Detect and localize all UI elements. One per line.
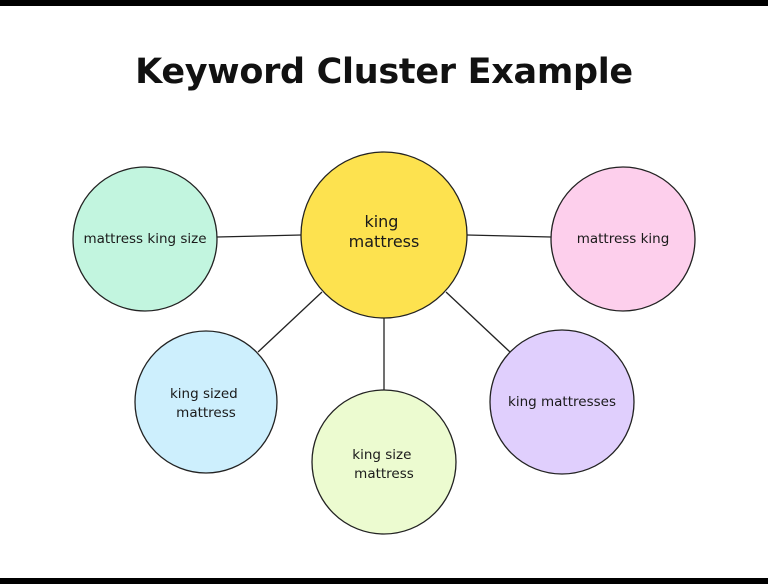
connector-mattress-king [466, 234, 552, 238]
node-king-mattresses-line-1: king mattresses [508, 394, 616, 410]
node-mattress-king-circle [550, 166, 696, 312]
svg-text:mattress king size: mattress king size [83, 231, 206, 247]
svg-text:king mattresses: king mattresses [508, 394, 616, 410]
svg-text:king mattress: king mattress [349, 212, 420, 251]
node-king-mattresses: king mattresses [489, 329, 635, 475]
svg-text:king size mattress: king size mattress [352, 447, 415, 482]
connector-king-sized-mattress [257, 291, 323, 353]
svg-text:mattress king: mattress king [577, 231, 670, 247]
node-king-sized-mattress: king sized mattress [134, 330, 278, 474]
node-mattress-king: mattress king [550, 166, 696, 312]
svg-text:king sized mattress: king sized mattress [170, 386, 242, 421]
node-king-mattresses-circle [489, 329, 635, 475]
node-king-size-mattress-circle [311, 389, 457, 535]
node-mattress-king-size-circle [72, 166, 218, 312]
node-center-circle [300, 151, 468, 319]
node-king-size-mattress-line-2: mattress [354, 466, 414, 482]
node-center: king mattress [300, 151, 468, 319]
node-mattress-king-size: mattress king size [72, 166, 218, 312]
node-king-sized-mattress-circle [134, 330, 278, 474]
node-center-line-2: mattress [349, 232, 420, 251]
node-king-size-mattress: king size mattress [311, 389, 457, 535]
connectors [216, 234, 552, 390]
node-king-sized-mattress-line-2: mattress [176, 405, 236, 421]
connector-king-mattresses [445, 291, 511, 353]
connector-mattress-king-size [216, 234, 302, 238]
node-king-size-mattress-line-1: king size [352, 447, 411, 463]
node-mattress-king-line-1: mattress king [577, 231, 670, 247]
node-king-sized-mattress-line-1: king sized [170, 386, 238, 402]
diagram-title: Keyword Cluster Example [135, 52, 633, 92]
node-mattress-king-size-line-1: mattress king size [83, 231, 206, 247]
node-center-line-1: king [364, 212, 398, 231]
